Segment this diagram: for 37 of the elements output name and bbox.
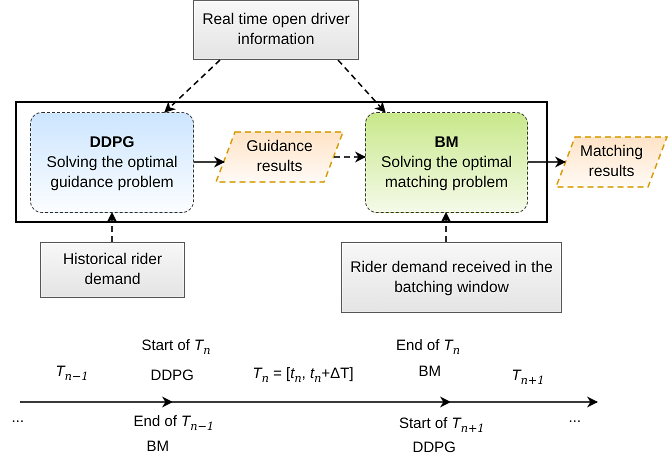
arrow — [164, 59, 221, 113]
ellipsis: ... — [568, 408, 582, 428]
node-title: DDPG — [88, 132, 136, 152]
arrow — [337, 59, 386, 113]
input-box — [40, 242, 185, 298]
input-box — [341, 242, 562, 313]
arrow — [528, 156, 566, 168]
node-text: Real time open driver information — [201, 10, 351, 50]
node-text: Solving the optimal guidance problem — [46, 152, 178, 192]
time-point-label: Start of T$_{n}$ — [142, 336, 210, 358]
time-point-label: End of T$_{n}$ — [396, 336, 460, 358]
group-frame — [15, 101, 548, 223]
ellipsis: ... — [12, 408, 24, 428]
node-text: Historical rider demand — [62, 250, 164, 290]
method-label: DDPG — [150, 366, 194, 386]
process-box — [30, 112, 194, 213]
method-label: BM — [418, 362, 441, 382]
data-parallelogram — [555, 136, 668, 188]
period-symbol: T$_{n+1}$ — [512, 366, 545, 388]
node-title: BM — [433, 132, 460, 152]
method-label: DDPG — [412, 438, 456, 458]
node-text: Solving the optimal matching problem — [380, 152, 513, 192]
arrow — [106, 212, 118, 242]
method-label: BM — [146, 437, 169, 457]
node-text: Matching results — [579, 142, 644, 182]
period-symbol: T$_{n−1}$ — [56, 362, 89, 384]
arrow — [194, 156, 226, 168]
time-point-label: End of T$_{n−1}$ — [134, 412, 214, 434]
process-box — [365, 112, 528, 213]
data-parallelogram — [215, 131, 344, 183]
arrow — [440, 212, 452, 242]
period-formula: T$_{n}$ = [t$_{n}$, t$_{n}$+ΔT] — [252, 364, 354, 386]
time-point-label: Start of T$_{n+1}$ — [399, 414, 485, 436]
input-box — [193, 0, 359, 60]
node-text: Guidance results — [245, 137, 314, 177]
node-text: Rider demand received in the batching window — [349, 258, 554, 298]
arrow — [334, 151, 366, 163]
